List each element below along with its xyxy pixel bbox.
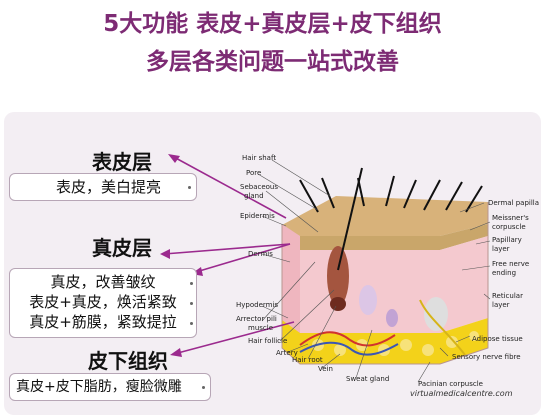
label-dermal-papilla: Dermal papilla (488, 199, 539, 207)
desc-line: 真皮，改善皱纹 (50, 273, 156, 291)
desc-box-epidermis: 表皮，美白提亮 (9, 173, 197, 201)
label-meissners-1: Meissner's (492, 214, 529, 222)
fat-cells (312, 331, 479, 356)
label-sebaceous-2: gland (244, 192, 264, 200)
section-title-hypodermis: 皮下组织 (88, 349, 168, 373)
pacinian-corpuscle (359, 285, 377, 315)
label-meissners-2: corpuscle (492, 223, 526, 231)
desc-line: 真皮+筋膜，紧致提拉 (29, 313, 177, 331)
desc-line: 真皮+皮下脂肪，瘦脸微雕 (16, 379, 182, 395)
artery-vessel (299, 331, 396, 347)
bullet-dot (202, 386, 205, 389)
desc-box-dermis: 真皮，改善皱纹 表皮+真皮，焕活紧致 真皮+筋膜，紧致提拉 (9, 268, 197, 338)
bullet-dot (190, 302, 193, 305)
label-hair-follicle: Hair follicle (248, 337, 287, 345)
desc-line: 表皮+真皮，焕活紧致 (29, 293, 177, 311)
leader-lines (257, 159, 491, 383)
label-free-nerve-1: Free nerve (492, 260, 529, 268)
label-free-nerve-2: ending (492, 269, 516, 277)
label-artery: Artery (276, 349, 298, 357)
section-title-dermis: 真皮层 (92, 236, 152, 260)
label-dermis: Dermis (248, 250, 273, 258)
headline-line-1: 5大功能 表皮+真皮层+皮下组织 (103, 11, 442, 37)
label-sebaceous-1: Sebaceous (240, 183, 278, 191)
sensory-nerve-fibre (419, 299, 466, 356)
callout-arrows (163, 155, 295, 355)
epidermis-layer (282, 224, 488, 250)
hair-follicle (327, 246, 349, 306)
desc-box-hypodermis: 真皮+皮下脂肪，瘦脸微雕 (9, 373, 211, 401)
desc-line: 表皮，美白提亮 (56, 178, 162, 196)
label-reticular-2: layer (492, 301, 510, 309)
hair-strands (299, 167, 483, 271)
label-hypodermis: Hypodermis (236, 301, 278, 309)
block-outline (281, 202, 489, 365)
label-papillary-1: Papillary (492, 236, 522, 244)
section-title-epidermis: 表皮层 (92, 150, 152, 174)
arrow-heads (160, 154, 203, 357)
bullet-dot (188, 186, 191, 189)
label-sensory-nerve: Sensory nerve fibre (452, 353, 521, 361)
vein-vessel (299, 341, 399, 356)
nerve-ending (386, 309, 398, 327)
label-hair-shaft: Hair shaft (242, 154, 276, 162)
label-arrector-pili-1: Arrector pili (236, 315, 277, 323)
headline-line-2: 多层各类问题一站式改善 (146, 49, 399, 75)
label-sweat-gland: Sweat gland (346, 375, 389, 383)
label-vein: Vein (318, 365, 333, 373)
label-adipose-tissue: Adipose tissue (472, 335, 523, 343)
hair-root (330, 297, 346, 311)
label-hair-root: Hair root (292, 356, 323, 364)
label-pacinian-corpuscle: Pacinian corpuscle (418, 380, 483, 388)
sweat-gland-coil (424, 297, 448, 331)
label-reticular-1: Reticular (492, 292, 523, 300)
label-papillary-2: layer (492, 245, 510, 253)
label-arrector-pili-2: muscle (248, 324, 273, 332)
watermark: virtualmedicalcentre.com (410, 389, 513, 398)
dermis-layer (282, 236, 488, 333)
label-pore: Pore (246, 169, 261, 177)
bullet-dot (190, 322, 193, 325)
bullet-dot (190, 282, 193, 285)
label-epidermis: Epidermis (240, 212, 275, 220)
